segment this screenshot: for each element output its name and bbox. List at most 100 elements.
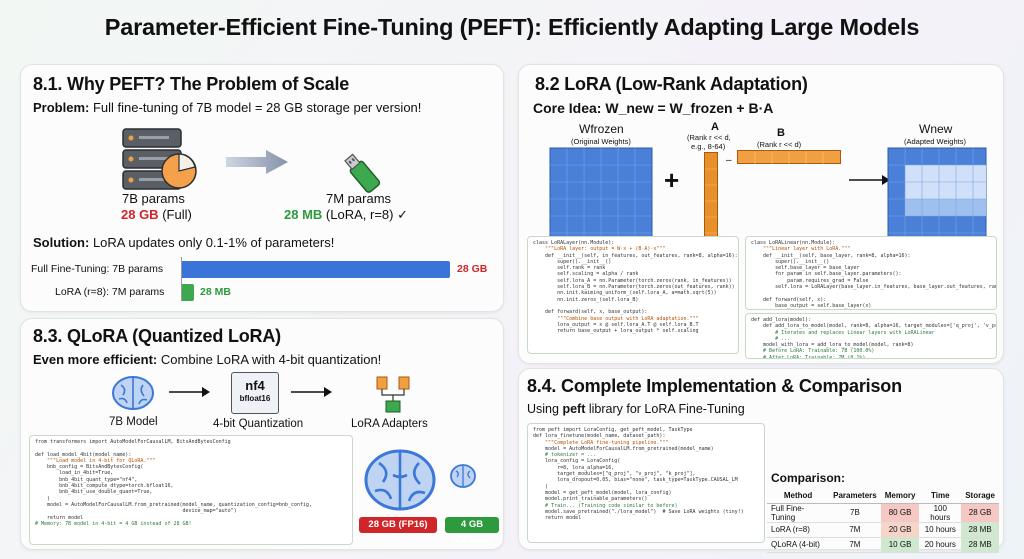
code-line: from peft import LoraConfig, get_peft_mo… [533,427,693,433]
usb-drive-icon [339,147,389,195]
using-pre: Using [527,402,559,416]
code-line: def add_lora(model): [751,317,812,323]
bar-lora-value: 28 MB [200,286,231,298]
using-post: library for LoRA Fine-Tuning [588,402,745,416]
code-line: self.rank = rank [533,265,606,272]
code-line: def forward(self, x, base_output): [533,309,648,316]
matrix-b [737,150,841,164]
table-cell: 28 MB [961,537,999,553]
code-line: def add_lora_to_model(model, rank=8, alp… [751,323,997,330]
code-line: def lora_finetune(model_name, dataset_pa… [533,433,666,440]
matrix-a-label: A [711,121,719,133]
code-block-add-lora: def add_lora(model): def add_lora_to_mod… [745,313,997,359]
table-header-cell: Parameters [829,488,881,504]
code-line: # ... [751,335,791,342]
section-heading: 8.2 LoRA (Low-Rank Adaptation) [535,74,808,94]
panel-lora: 8.2 LoRA (Low-Rank Adaptation) Core Idea… [518,64,1004,364]
section-heading: 8.4. Complete Implementation & Compariso… [527,376,902,396]
even-more-label: Even more efficient: [33,352,158,367]
table-cell: Full Fine-Tuning [767,503,830,523]
chip-icon: nf4 bfloat16 [231,372,279,414]
table-header-cell: Storage [961,488,999,504]
arrow-right-icon [291,385,333,397]
code-line: ) [35,495,51,502]
right-size: 28 MB (LoRA, r=8) ✓ [284,207,408,223]
using-lib: peft [562,402,586,416]
code-line: def __init__(self, in_features, out_feat… [533,252,738,259]
table-cell: 20 GB [880,522,920,538]
using-line: Using peft library for LoRA Fine-Tuning [527,402,745,416]
code-line: """Complete LoRA fine-tuning pipeline.""… [533,439,669,446]
brain-icon-small [449,463,477,489]
code-line: # After LoRA: Trainable: 7M (0.1%) [751,354,866,359]
table-cell: 7M [829,522,881,538]
code-line: """Load model in 4-bit for QLoRA.""" [35,457,156,464]
code-line: target_modules=["q_proj", "v_proj", "k_p… [533,471,696,478]
code-line: """Linear layer with LoRA.""" [751,246,851,253]
code-line: bnb_4bit_quant_type="nf4", [35,476,138,483]
code-line: r=8, lora_alpha=16, [533,464,615,471]
arrow-right-icon [849,173,891,187]
code-line: nn.init.kaiming_uniform_(self.lora_A, a=… [533,290,717,297]
right-size-note: (LoRA, r=8) ✓ [325,207,408,222]
plus-sign: + [664,165,680,195]
code-line: super().__init__() [751,258,830,265]
left-size-value: 28 GB [121,207,159,222]
table-header-cell: Time [919,488,962,504]
matrix-a-sub-1: (Rank r << d, [687,133,731,142]
badge-qlora: 4 GB (QLoRA) [445,517,499,546]
badge-fp16: 28 GB (FP16) [359,517,437,533]
model-label: 7B Model [109,416,158,428]
code-line: nn.init.zeros_(self.lora_B) [533,296,639,303]
table-cell: 100 hours [919,503,962,523]
code-block-qlora: from transformers import AutoModelForCau… [29,435,353,545]
core-idea-formula: W_new = W_frozen + B·A [605,100,774,116]
code-line: for param in self.base_layer.parameters(… [751,271,902,278]
matrix-dot: – [726,155,732,166]
bar-lora [182,284,194,301]
code-line: from transformers import AutoModelForCau… [35,439,231,445]
arrow-right-icon [226,148,290,176]
code-line: bnb_config = BitsAndBytesConfig( [35,464,144,471]
code-block-peft: from peft import LoraConfig, get_peft_mo… [527,423,765,543]
section-heading: 8.3. QLoRA (Quantized LoRA) [33,326,281,346]
code-line: super().__init__() [533,258,612,265]
brain-icon-large [363,447,437,513]
table-cell: 28 MB [961,522,999,538]
code-line: self.lora_B = nn.Parameter(torch.zeros(o… [533,284,735,291]
solution-label: Solution: [33,235,90,250]
code-line: lora_config = LoraConfig( [533,458,621,465]
brain-icon [111,375,155,411]
matrix-a [704,152,718,250]
arrow-right-icon [169,385,211,397]
w-frozen-matrix [549,147,653,254]
code-line: model_with_lora = add_lora_to_model(mode… [751,342,914,349]
table-cell: 28 GB [961,503,999,523]
code-line: def load_model_4bit(model_name): [35,451,132,458]
w-new-sub: (Adapted Weights) [904,137,966,146]
w-frozen-label: Wfrozen [579,122,624,136]
problem-label: Problem: [33,100,90,115]
code-line: return self.lora(x, base_output) [751,309,991,310]
problem-line: Problem: Full fine-tuning of 7B model = … [33,100,421,115]
page-title: Parameter-Efficient Fine-Tuning (PEFT): … [104,14,920,40]
code-line: ) [533,483,549,490]
adapters-label: LoRA Adapters [351,418,428,430]
matrix-a-sub-2: e.g., 8-64) [691,142,726,151]
matrix-b-sub: (Rank r << d) [757,140,802,149]
code-line: return model [35,514,84,521]
even-more-line: Even more efficient: Combine LoRA with 4… [33,352,381,367]
core-idea-label: Core Idea: [533,100,602,116]
left-size-note: (Full) [162,207,192,222]
server-icon [121,127,201,195]
code-line: class LoRALinear(nn.Module): [751,240,836,246]
table-cell: QLoRA (4-bit) [767,537,830,553]
code-line: self.lora = LoRALayer(base_layer.in_feat… [775,284,996,291]
left-size: 28 GB (Full) [121,207,192,222]
solution-line: Solution: LoRA updates only 0.1-1% of pa… [33,235,334,250]
